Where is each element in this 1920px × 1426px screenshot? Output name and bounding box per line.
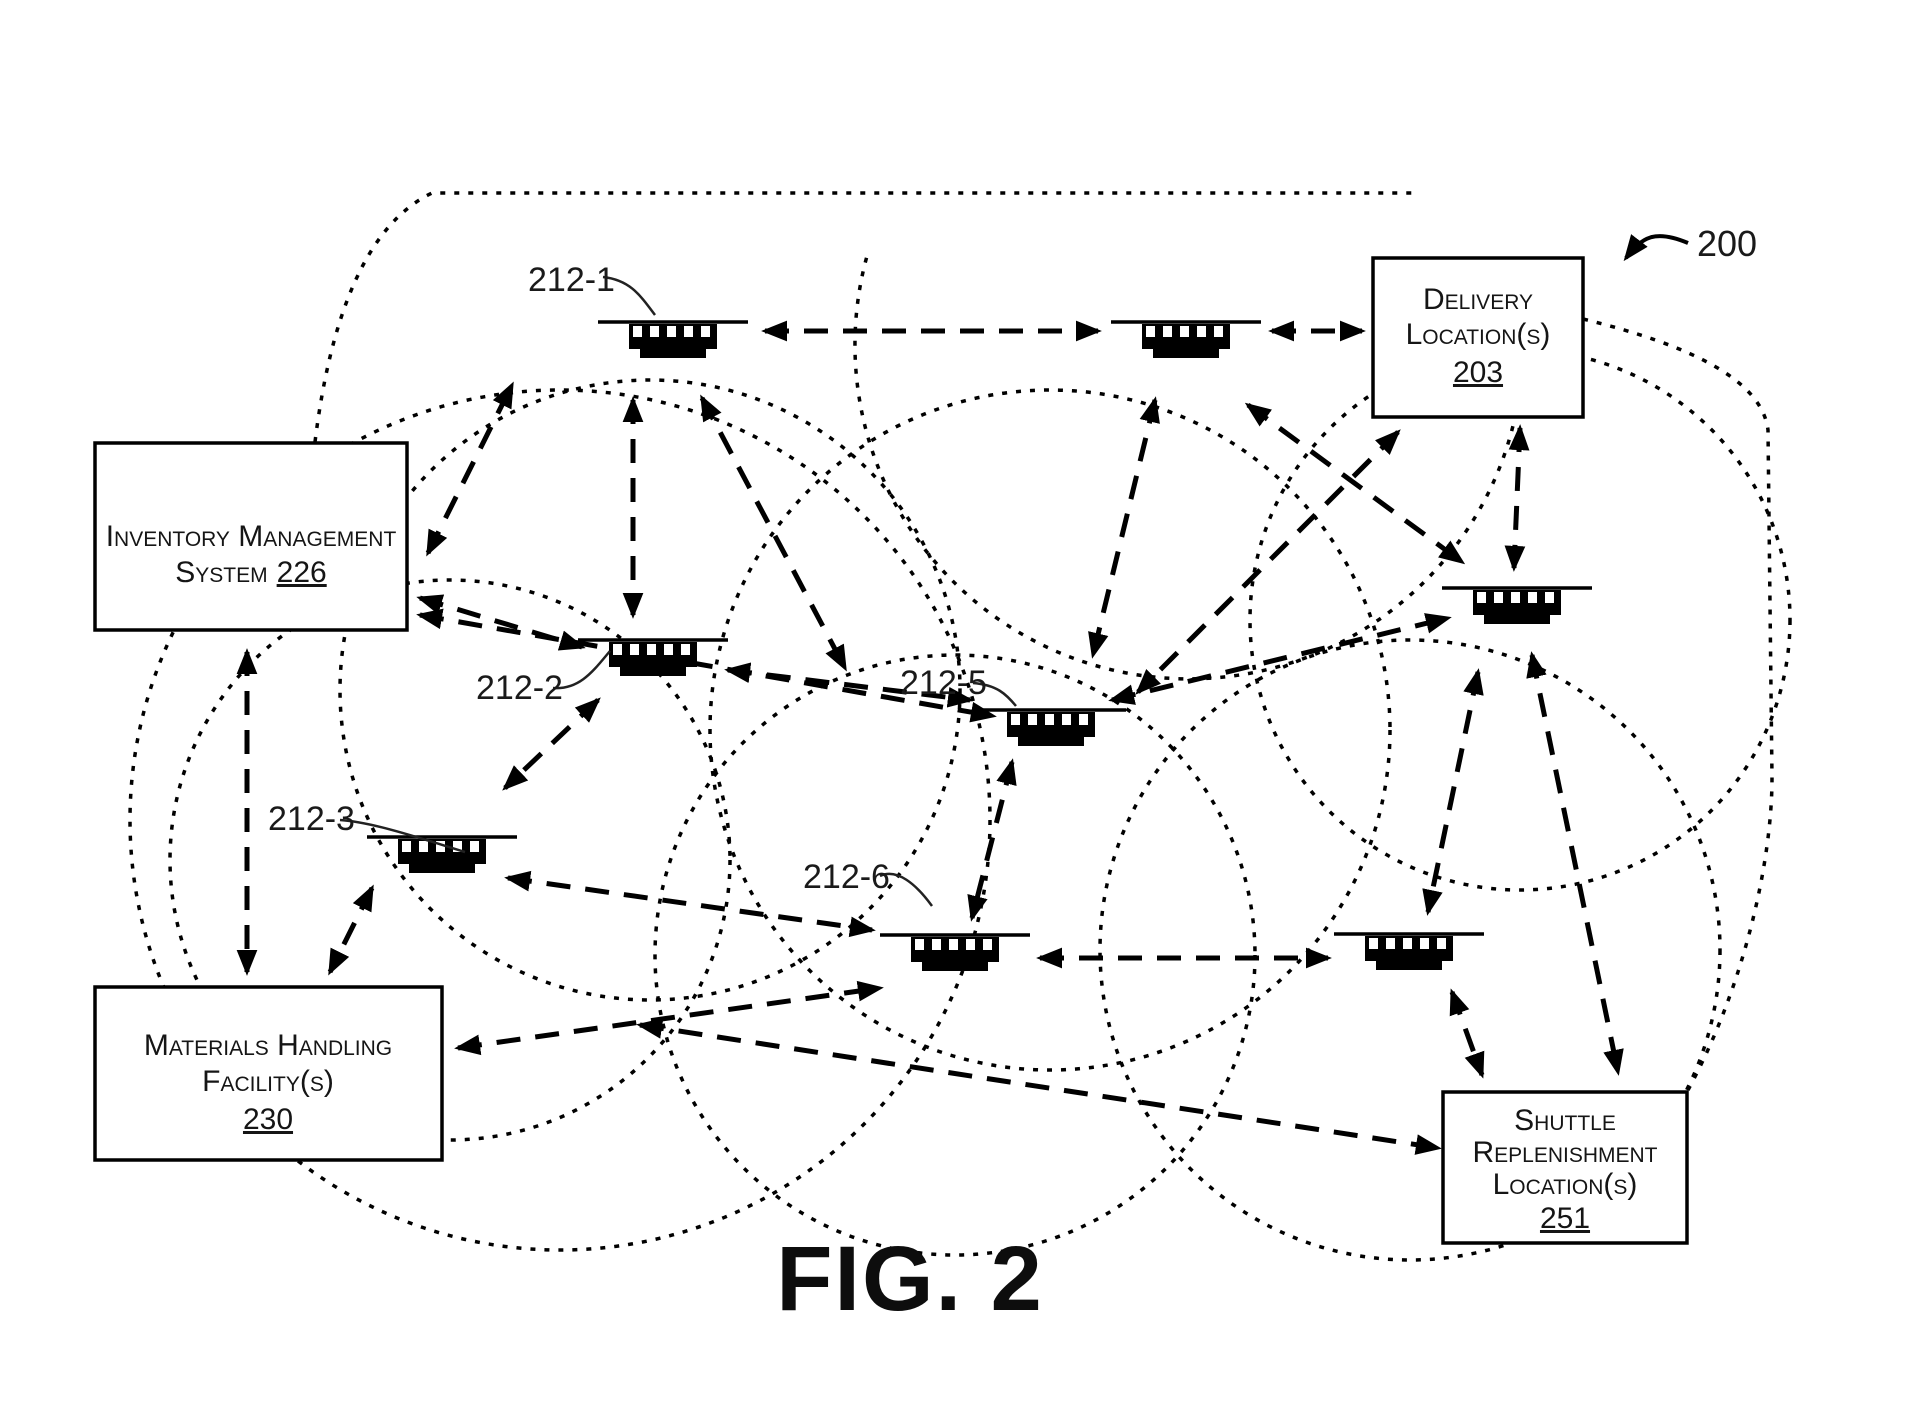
drone-212-5 <box>974 708 1128 748</box>
drone-right-lower <box>1332 932 1486 972</box>
comm-link-arrow <box>502 697 601 791</box>
comm-link-arrow <box>1088 396 1160 659</box>
leader-212-3 <box>339 818 466 854</box>
materials-box-line1: Materials Handling <box>144 1029 392 1062</box>
comm-link-arrow <box>724 662 974 708</box>
comm-link-arrow <box>425 381 515 557</box>
leader-212-2 <box>552 650 611 690</box>
label-leader-lines <box>339 275 1017 907</box>
range-circle <box>1248 348 1792 892</box>
shuttle-box-number: 251 <box>1540 1202 1590 1235</box>
drone-212-6 <box>878 933 1032 973</box>
range-circle <box>168 578 732 1142</box>
comm-link-arrow <box>1244 402 1466 565</box>
materials-box-number: 230 <box>243 1103 293 1136</box>
comm-link-arrow <box>1504 424 1530 572</box>
comm-link-arrow <box>636 1018 1442 1155</box>
leader-212-1 <box>602 275 657 316</box>
materials-handling-box: Materials Handling Facility(s) 230 <box>93 985 444 1162</box>
delivery-box-line1: Delivery <box>1423 283 1533 316</box>
comm-link-arrow <box>454 980 884 1056</box>
comm-link-arrow <box>1449 988 1485 1079</box>
drone-right-upper <box>1440 586 1594 626</box>
drone-label-212-2: 212-2 <box>476 669 563 707</box>
figure-label: FIG. 2 <box>776 1228 1044 1330</box>
inventory-box-line1: Inventory Management <box>106 520 397 553</box>
shuttle-replenishment-box: Shuttle Replenishment Location(s) 251 <box>1441 1090 1689 1245</box>
comm-link-arrow <box>1108 613 1452 705</box>
range-circle <box>338 378 962 1002</box>
reference-arrow <box>1623 234 1689 262</box>
comm-link-arrow <box>1135 429 1401 695</box>
drone-212-2 <box>576 638 730 678</box>
network-boundary <box>1582 317 1774 1091</box>
leader-212-5 <box>972 681 1017 707</box>
comm-link-arrow <box>967 758 1017 922</box>
drone-label-212-5: 212-5 <box>900 664 987 702</box>
drone-label-212-6: 212-6 <box>803 858 890 896</box>
drone-top-middle <box>1109 320 1263 360</box>
communication-links <box>236 320 1624 1155</box>
comm-link-arrow <box>1422 668 1484 916</box>
drone-label-212-3: 212-3 <box>268 800 355 838</box>
reference-number-200: 200 <box>1697 223 1757 264</box>
comm-link-arrow <box>504 870 876 938</box>
delivery-box-line2: Location(s) <box>1406 318 1551 351</box>
delivery-location-box: Delivery Location(s) 203 <box>1371 256 1585 419</box>
shuttle-box-line3: Location(s) <box>1493 1168 1638 1201</box>
comm-link-arrow <box>699 394 848 672</box>
comm-link-arrow <box>327 884 375 976</box>
leader-212-6 <box>879 872 934 907</box>
shuttle-box-line1: Shuttle <box>1514 1104 1616 1137</box>
drone-212-1 <box>596 320 750 360</box>
drone-label-212-1: 212-1 <box>528 261 615 299</box>
comm-link-arrow <box>1526 651 1624 1076</box>
shuttle-box-line2: Replenishment <box>1472 1136 1657 1169</box>
delivery-box-number: 203 <box>1453 356 1503 389</box>
figure-reference: 200 <box>1623 223 1757 264</box>
materials-box-line2: Facility(s) <box>202 1065 334 1098</box>
network-boundary <box>313 191 1418 443</box>
